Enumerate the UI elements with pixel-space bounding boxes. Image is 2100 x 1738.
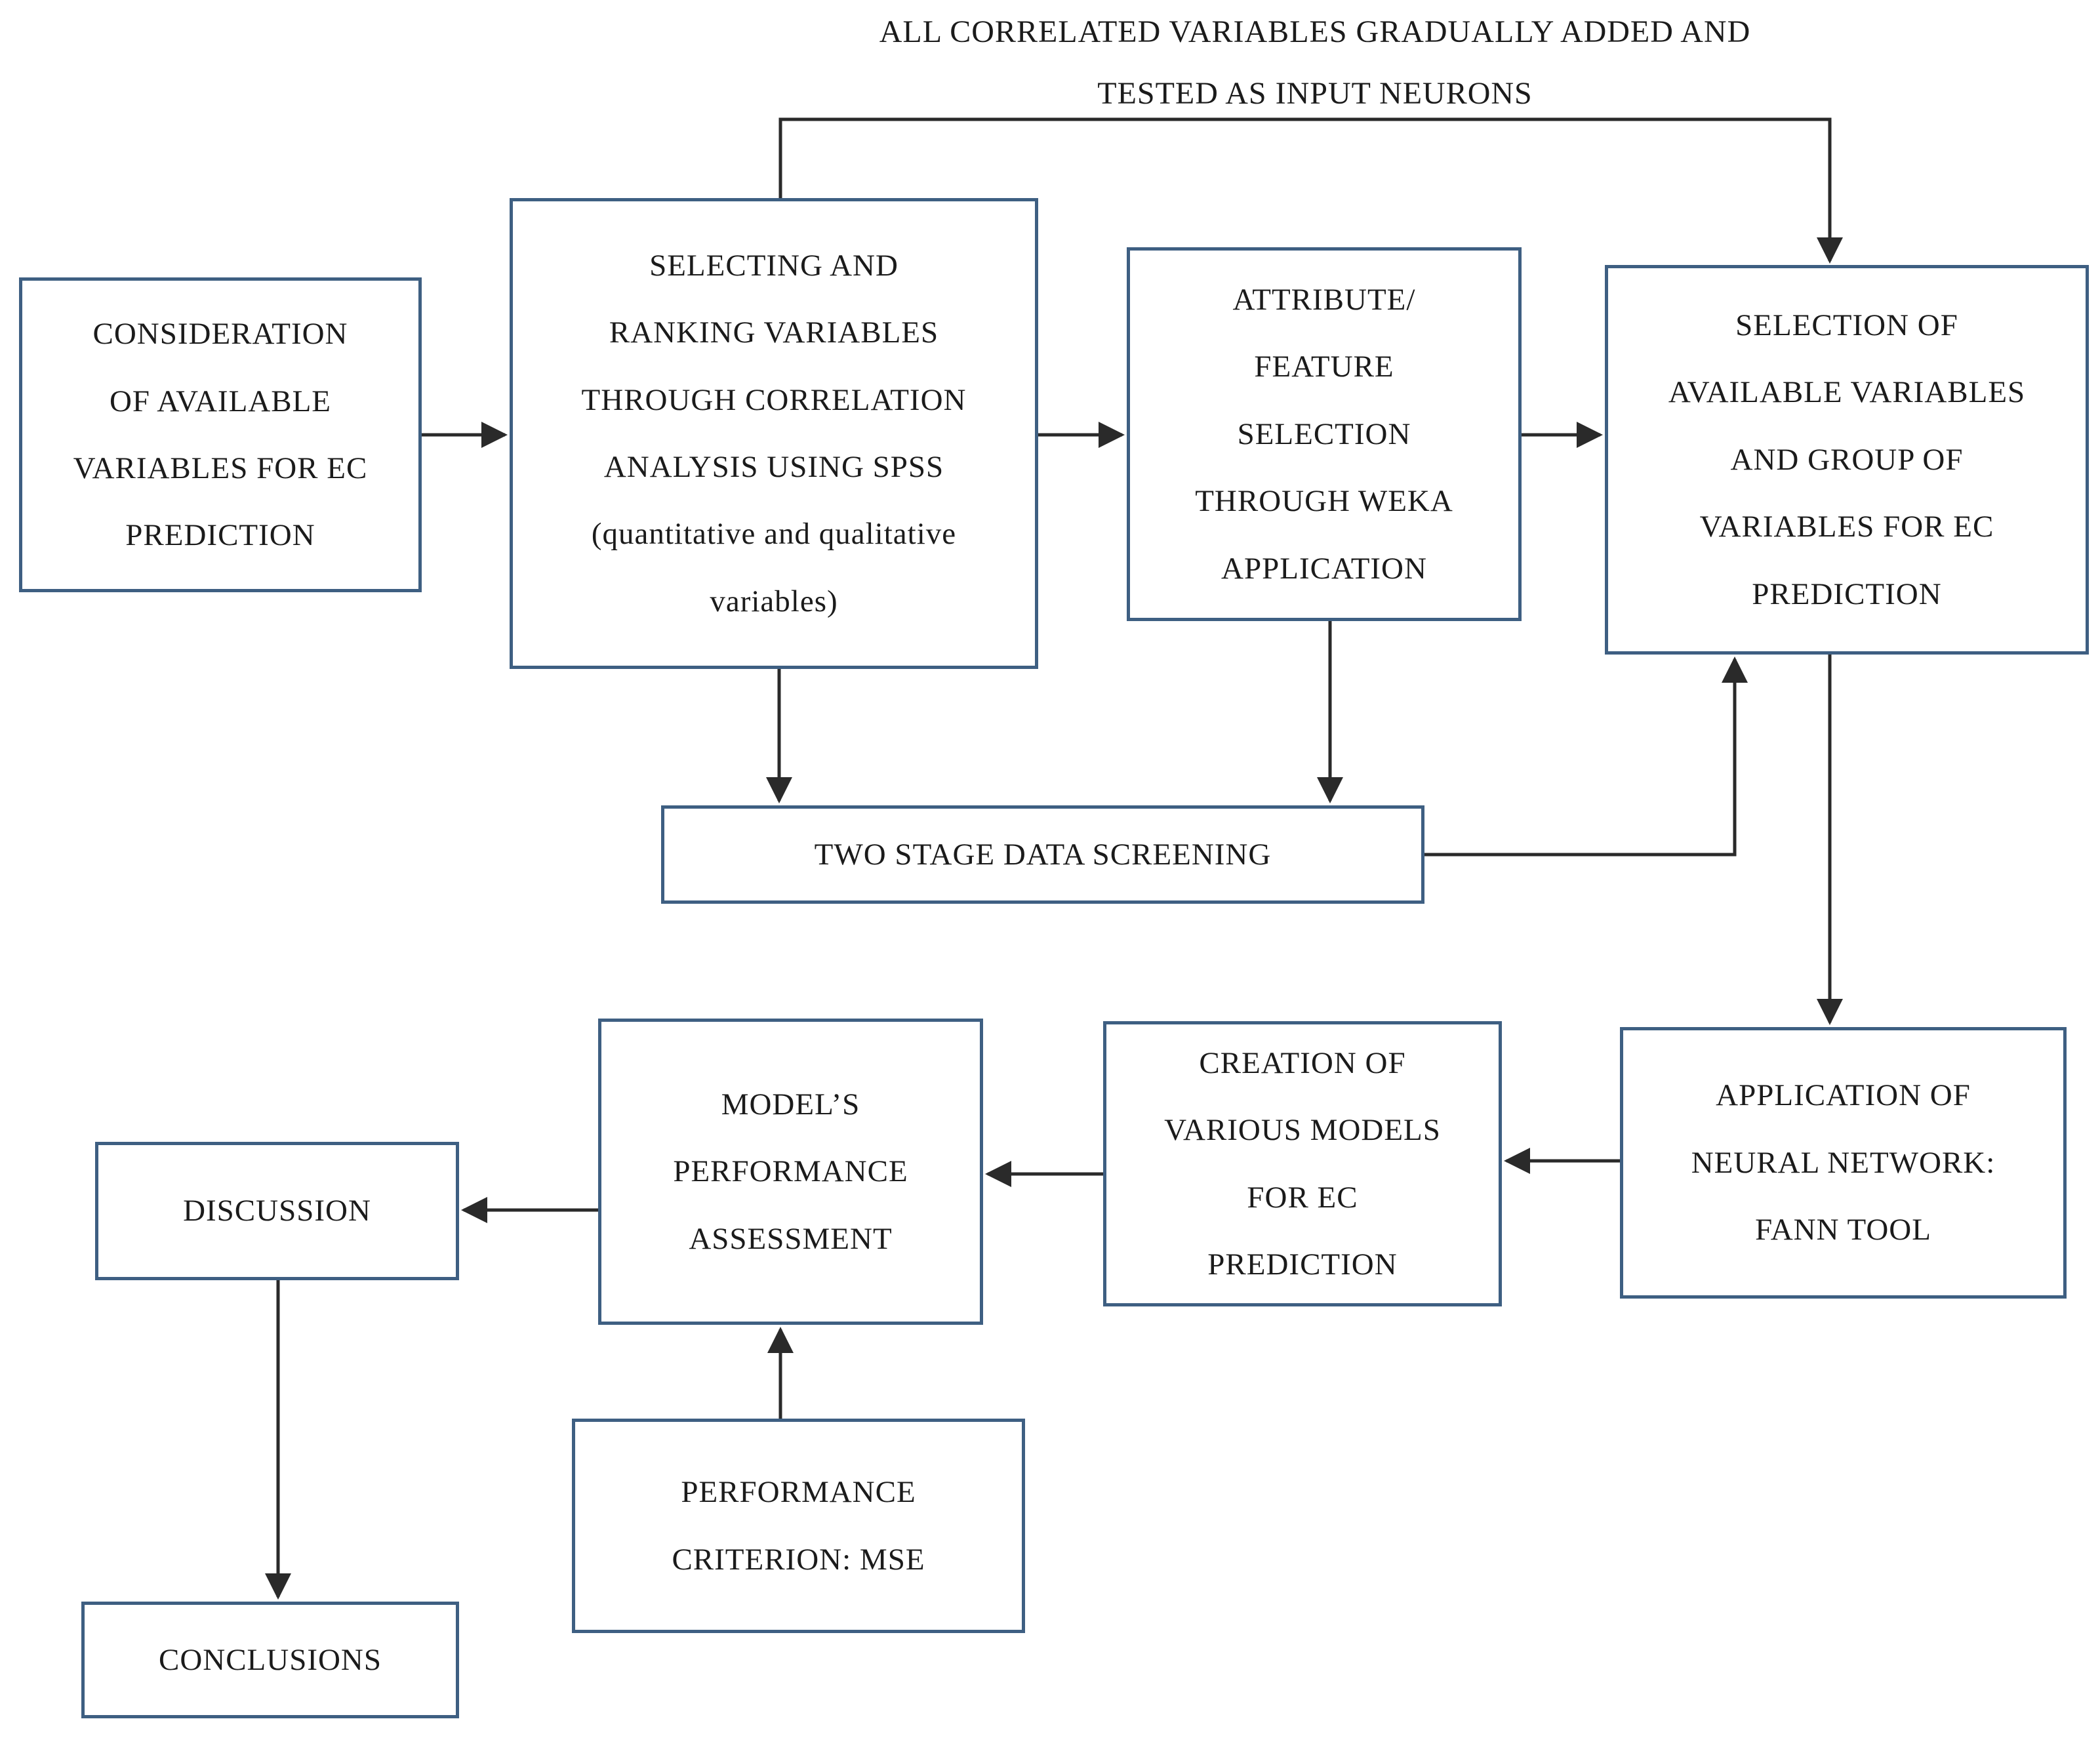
box-attribute-feature-selection: ATTRIBUTE/ FEATURE SELECTION THROUGH WEK… [1127, 247, 1522, 621]
box-conclusions: CONCLUSIONS [81, 1602, 459, 1718]
box-creation-of-models: CREATION OF VARIOUS MODELS FOR EC PREDIC… [1103, 1021, 1502, 1306]
box-consideration-label: CONSIDERATION OF AVAILABLE VARIABLES FOR… [73, 317, 368, 553]
box-performance-criterion-mse: PERFORMANCE CRITERION: MSE [572, 1419, 1025, 1633]
box-performance-label: MODEL’S PERFORMANCE ASSESSMENT [673, 1087, 908, 1256]
box-selection-of-variables: SELECTION OF AVAILABLE VARIABLES AND GRO… [1605, 265, 2089, 655]
box-attribute-label: ATTRIBUTE/ FEATURE SELECTION THROUGH WEK… [1195, 282, 1453, 586]
box-application-neural-network-fann: APPLICATION OF NEURAL NETWORK: FANN TOOL [1620, 1027, 2067, 1299]
box-fann-label: APPLICATION OF NEURAL NETWORK: FANN TOOL [1691, 1078, 1996, 1247]
box-discussion-label: DISCUSSION [183, 1194, 371, 1228]
box-selecting-ranking-variables: SELECTING AND RANKING VARIABLES THROUGH … [510, 198, 1038, 669]
box-twostage-label: TWO STAGE DATA SCREENING [814, 837, 1272, 872]
box-creation-label: CREATION OF VARIOUS MODELS FOR EC PREDIC… [1164, 1045, 1441, 1282]
box-conclusions-label: CONCLUSIONS [158, 1642, 382, 1677]
box-mse-label: PERFORMANCE CRITERION: MSE [672, 1475, 925, 1577]
box-selecting-label: SELECTING AND RANKING VARIABLES THROUGH … [581, 248, 967, 618]
box-selection-label: SELECTION OF AVAILABLE VARIABLES AND GRO… [1668, 308, 2026, 611]
box-two-stage-data-screening: TWO STAGE DATA SCREENING [661, 805, 1424, 904]
arrow-twostage-to-selection [1424, 657, 1748, 857]
box-discussion: DISCUSSION [95, 1142, 459, 1280]
box-consideration-of-variables: CONSIDERATION OF AVAILABLE VARIABLES FOR… [19, 277, 422, 592]
feedback-loop-label: ALL CORRELATED VARIABLES GRADUALLY ADDED… [879, 14, 1751, 111]
box-model-performance-assessment: MODEL’S PERFORMANCE ASSESSMENT [598, 1019, 983, 1325]
